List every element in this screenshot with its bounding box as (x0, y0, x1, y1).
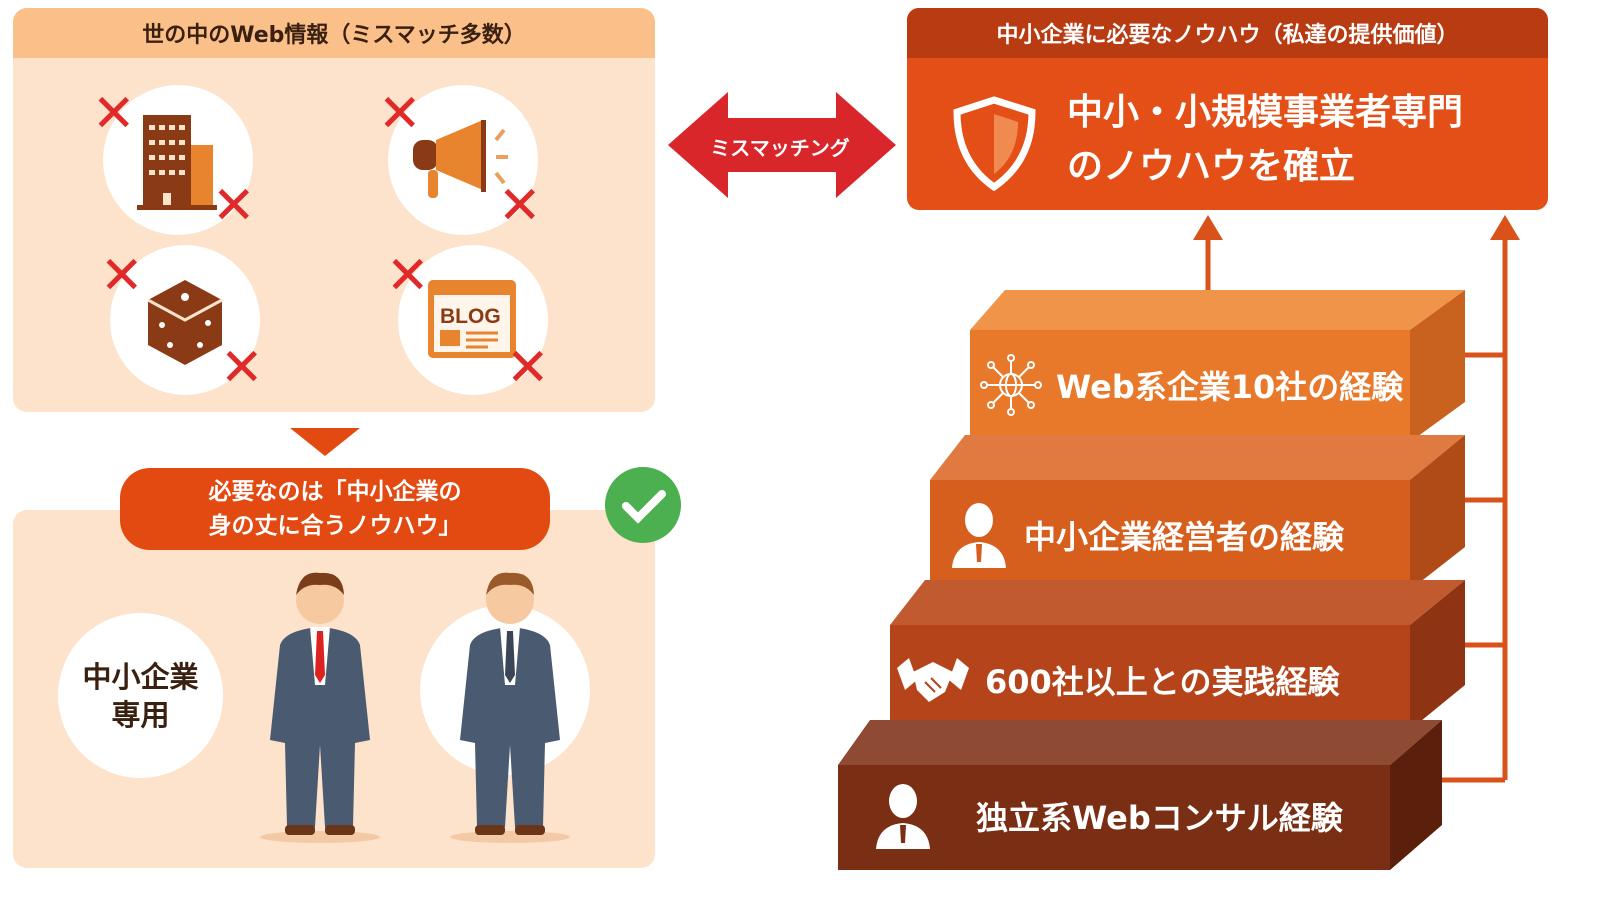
web-info-title: 世の中のWeb情報（ミスマッチ多数） (13, 8, 655, 58)
step-web-companies: Web系企業10社の経験 (980, 354, 1404, 416)
step-600-companies: 600社以上との実践経験 (895, 645, 1339, 715)
steps-blocks (838, 290, 1465, 870)
businessman-icon (952, 503, 1006, 568)
step-label: 中小企業経営者の経験 (1024, 518, 1345, 556)
step-label: Web系企業10社の経験 (1056, 368, 1404, 406)
speech-bubble: 中小企業 専用 (58, 613, 223, 778)
value-box: 中小企業に必要なノウハウ（私達の提供価値） 中小・小規模事業者専門 のノウハウを… (907, 8, 1548, 210)
businessman-icon (876, 784, 930, 849)
value-line1: 中小・小規模事業者専門 (1067, 92, 1464, 133)
bubble-line1: 中小企業 (82, 659, 199, 694)
bubble-line2: 専用 (111, 697, 170, 732)
businessman-figure (450, 572, 570, 843)
x-mark: ✕ (498, 176, 542, 236)
dice-icon (147, 280, 223, 365)
x-mark: ✕ (378, 84, 422, 144)
step-label: 独立系Webコンサル経験 (976, 799, 1343, 837)
blog-label: BLOG (440, 305, 501, 328)
value-line2: のノウハウを確立 (1067, 146, 1356, 187)
mismatch-label: ミスマッチング (710, 136, 850, 160)
shield-icon (953, 96, 1036, 191)
x-mark: ✕ (100, 246, 144, 306)
step-label: 600社以上との実践経験 (985, 663, 1340, 701)
dice-circle (110, 245, 260, 395)
x-mark: ✕ (506, 338, 550, 398)
megaphone-icon (413, 120, 508, 198)
businessman-figure (260, 572, 380, 843)
handshake-icon (897, 658, 969, 702)
x-mark: ✕ (386, 246, 430, 306)
megaphone-circle (388, 85, 538, 235)
connector-arrows (1193, 215, 1520, 783)
down-arrow-icon (290, 428, 360, 456)
blog-circle: BLOG (398, 245, 548, 395)
step-independent-consult: 独立系Webコンサル経験 (872, 780, 1343, 852)
pill-line2: 身の丈に合うノウハウ」 (208, 513, 462, 539)
value-box-title: 中小企業に必要なノウハウ（私達の提供価値） (907, 8, 1548, 58)
network-globe-icon (980, 354, 1042, 416)
x-mark: ✕ (220, 338, 264, 398)
blog-icon: BLOG (428, 280, 516, 358)
pill-line1: 必要なのは「中小企業の (208, 479, 462, 505)
building-circle (103, 85, 253, 235)
needed-knowhow-pill: 必要なのは「中小企業の 身の丈に合うノウハウ」 (120, 468, 550, 550)
x-mark: ✕ (92, 84, 136, 144)
step-sme-owner: 中小企業経営者の経験 (948, 500, 1344, 570)
building-icon (137, 115, 217, 210)
check-icon (605, 467, 681, 543)
mismatch-double-arrow (668, 92, 896, 198)
x-mark: ✕ (212, 176, 256, 236)
